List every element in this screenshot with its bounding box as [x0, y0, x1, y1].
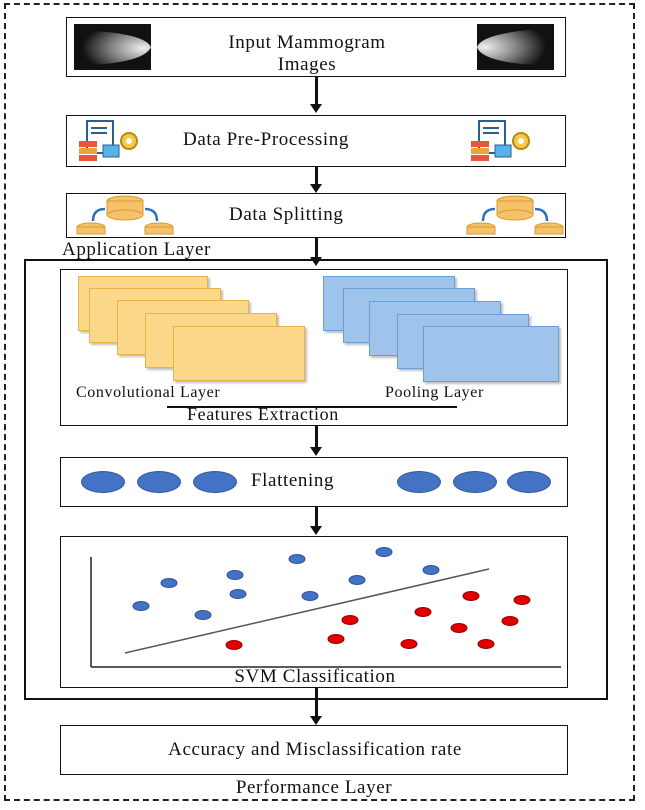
arrow-6 — [315, 688, 318, 718]
features-label: Features Extraction — [187, 404, 339, 424]
preprocessing-box: Data Pre-Processing — [66, 115, 566, 167]
flatten-node-6 — [507, 471, 551, 493]
blue-point — [132, 601, 150, 611]
arrow-3 — [315, 238, 318, 258]
data-processing-gear-icon — [79, 120, 138, 161]
red-point — [462, 591, 480, 601]
flatten-node-4 — [397, 471, 441, 493]
red-point — [477, 639, 495, 649]
blue-point — [194, 610, 212, 620]
red-point — [501, 616, 519, 626]
features-extraction-box: Convolutional Layer Pooling Layer Featur… — [60, 269, 568, 426]
features-underline — [167, 406, 457, 408]
svm-label: SVM Classification — [234, 666, 396, 687]
blue-point — [348, 575, 366, 585]
red-point — [400, 639, 418, 649]
pool-layer-label: Pooling Layer — [385, 384, 484, 401]
arrowhead-6 — [310, 716, 322, 725]
accuracy-box: Accuracy and Misclassification rate — [60, 725, 568, 775]
outer-dashed-border — [4, 3, 635, 801]
splitting-label: Data Splitting — [229, 204, 344, 225]
flattening-label: Flattening — [251, 470, 335, 491]
flatten-node-2 — [137, 471, 181, 493]
red-point — [327, 634, 345, 644]
arrowhead-2 — [310, 184, 322, 193]
arrowhead-4 — [310, 447, 322, 456]
conv-layer-label: Convolutional Layer — [76, 384, 221, 401]
flatten-node-5 — [453, 471, 497, 493]
svm-scatter-plot — [90, 547, 561, 668]
application-layer-label: Application Layer — [62, 239, 211, 260]
performance-layer-label: Performance Layer — [235, 777, 393, 798]
flatten-node-1 — [81, 471, 125, 493]
blue-point — [422, 565, 440, 575]
database-split-icon — [76, 195, 174, 235]
input-label: Input Mammogram Images — [228, 32, 386, 75]
arrowhead-5 — [310, 526, 322, 535]
splitting-box: Data Splitting — [66, 193, 566, 238]
red-point — [450, 623, 468, 633]
mammogram-image-right — [477, 24, 554, 70]
arrow-5 — [315, 507, 318, 527]
svm-box: SVM Classification — [60, 536, 568, 688]
flattening-box: Flattening — [60, 457, 568, 507]
flatten-node-3 — [193, 471, 237, 493]
database-split-icon-right — [466, 195, 564, 235]
arrowhead-1 — [310, 104, 322, 113]
svm-hyperplane — [124, 568, 490, 654]
mammogram-image-left — [74, 24, 151, 70]
blue-point — [226, 570, 244, 580]
arrow-4 — [315, 426, 318, 448]
blue-point — [301, 591, 319, 601]
data-processing-gear-icon-right — [471, 120, 530, 161]
blue-point — [160, 578, 178, 588]
blue-point — [375, 547, 393, 557]
red-point — [341, 615, 359, 625]
arrow-2 — [315, 167, 318, 185]
preprocessing-label: Data Pre-Processing — [183, 129, 349, 150]
arrowhead-3 — [310, 257, 322, 266]
conv-sheet-5 — [173, 326, 305, 381]
accuracy-label: Accuracy and Misclassification rate — [168, 739, 462, 760]
red-point — [225, 640, 243, 650]
pool-sheet-5 — [423, 326, 559, 382]
blue-point — [288, 554, 306, 564]
red-point — [513, 595, 531, 605]
input-box: Input Mammogram Images — [66, 17, 566, 77]
blue-point — [229, 589, 247, 599]
arrow-1 — [315, 77, 318, 105]
red-point — [414, 607, 432, 617]
